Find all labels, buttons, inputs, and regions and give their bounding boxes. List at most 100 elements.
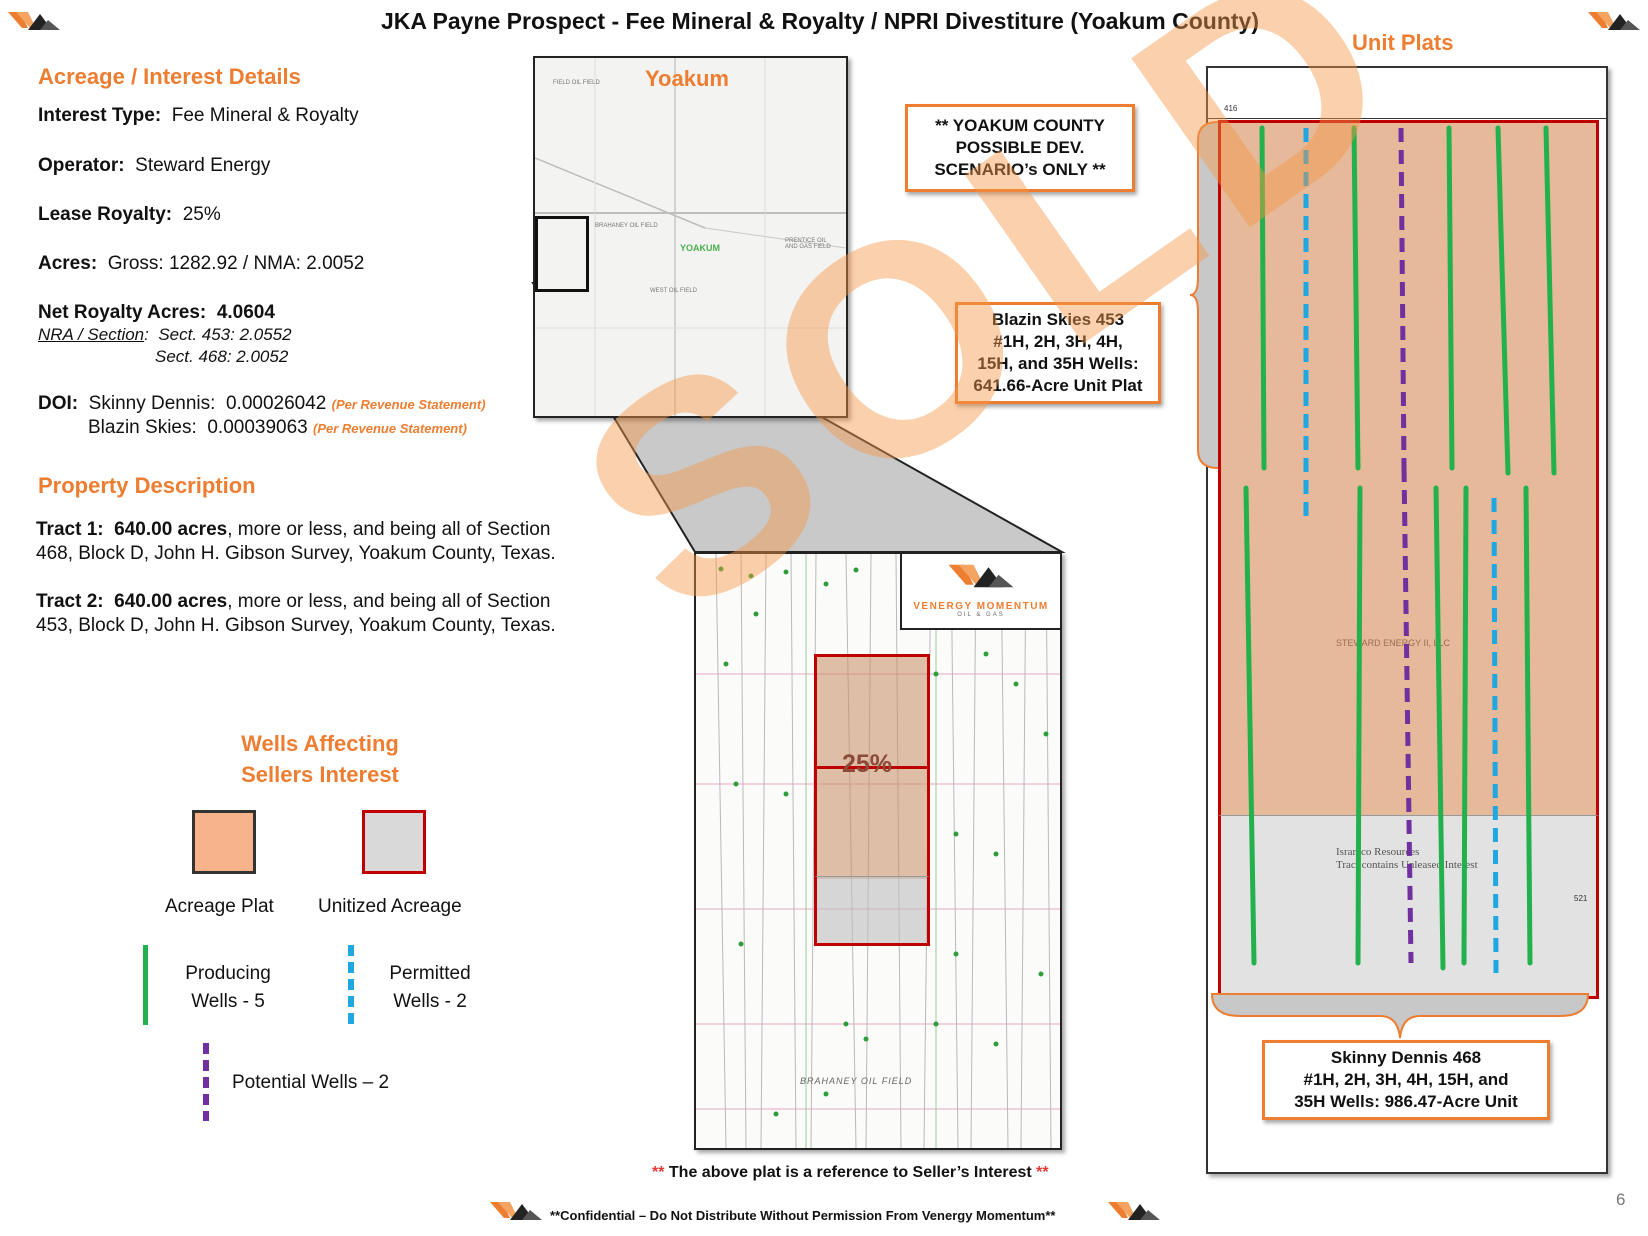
tract-2-acres: 640.00 acres (114, 591, 228, 612)
skinny-line-1: Skinny Dennis 468 (1330, 1048, 1482, 1067)
doi-blazin-value: 0.00039063 (207, 417, 308, 438)
plat-section-number: 416 (1224, 104, 1238, 113)
nra-label: Net Royalty Acres: (38, 302, 207, 323)
county-map-highlight-box (535, 216, 589, 292)
interest-type-label: Interest Type: (38, 105, 162, 126)
producing-well-line-icon (143, 945, 148, 1025)
acres-label: Acres: (38, 253, 98, 274)
venergy-logo-icon (948, 564, 1014, 588)
nra-section-468: Sect. 468: 2.0052 (155, 347, 289, 366)
county-map-field: BRAHANEY OIL FIELD (595, 223, 658, 229)
blazin-line-3: 15H, and 35H Wells: (977, 354, 1139, 373)
reference-note-text: The above plat is a reference to Seller’… (664, 1164, 1037, 1181)
doi-blazin-name: Blazin Skies: (88, 417, 197, 438)
county-map: Yoakum YOAKUM FIELD OIL FIELD BRAHANEY O… (533, 56, 848, 418)
logo-subtext: OIL & GAS (957, 612, 1005, 618)
acres-row: Acres: Gross: 1282.92 / NMA: 2.0052 (38, 253, 364, 275)
detail-map-section-453 (814, 766, 930, 879)
yoakum-dev-scenario-callout: ** YOAKUM COUNTY POSSIBLE DEV. SCENARIO’… (905, 104, 1135, 192)
unitized-acreage-label: Unitized Acreage (318, 896, 462, 917)
tract-1-line-2: 468, Block D, John H. Gibson Survey, Yoa… (36, 543, 556, 564)
detail-map-percent: 25% (842, 750, 893, 778)
skinny-line-3: 35H Wells: 986.47-Acre Unit (1294, 1092, 1518, 1111)
page-title: JKA Payne Prospect - Fee Mineral & Royal… (380, 8, 1260, 34)
tract-1-label: Tract 1: (36, 519, 104, 540)
detail-map-field-label: BRAHANEY OIL FIELD (800, 1076, 913, 1086)
doi-note: (Per Revenue Statement) (331, 397, 486, 412)
tract-1-acres: 640.00 acres (114, 519, 228, 540)
nra-row: Net Royalty Acres: 4.0604 (38, 302, 275, 324)
legend-heading: Wells Affecting Sellers Interest (200, 728, 440, 790)
lease-royalty-value: 25% (182, 204, 221, 225)
acreage-plat-label: Acreage Plat (165, 896, 274, 917)
page-number: 6 (1616, 1190, 1626, 1209)
acres-value: Gross: 1282.92 / NMA: 2.0052 (107, 253, 365, 274)
permitted-wells-line-2: Wells - 2 (393, 991, 467, 1012)
unitized-acreage-swatch (362, 810, 426, 874)
detail-map-unleased-tract (814, 876, 930, 946)
legend-heading-line-2: Sellers Interest (241, 762, 399, 787)
permitted-wells-label: Permitted Wells - 2 (372, 960, 488, 1016)
blazin-skies-callout: Blazin Skies 453 #1H, 2H, 3H, 4H, 15H, a… (955, 302, 1161, 404)
blazin-brace-icon (1190, 121, 1219, 469)
section-453-tract (1218, 120, 1599, 476)
tract-1-text: , more or less, and being all of Section (227, 519, 551, 540)
reference-note-stars: ** (652, 1164, 665, 1181)
unit-plat: STEWARD ENERGY II, LLC Isramco Resources… (1206, 66, 1608, 1174)
tract-2-line-1: Tract 2: 640.00 acres, more or less, and… (36, 591, 550, 613)
confidential-footer: **Confidential – Do Not Distribute Witho… (550, 1208, 1056, 1223)
tract-2-label: Tract 2: (36, 591, 104, 612)
unit-plat-header (1208, 68, 1606, 119)
nra-section-label: NRA / Section (38, 325, 145, 344)
plat-section-number: 521 (1574, 894, 1588, 903)
blazin-line-4: 641.66-Acre Unit Plat (973, 376, 1143, 395)
doi-row-2: Blazin Skies: 0.00039063 (Per Revenue St… (88, 417, 467, 439)
venergy-momentum-logo: VENERGY MOMENTUM OIL & GAS (900, 554, 1060, 630)
producing-wells-line-2: Wells - 5 (191, 991, 265, 1012)
venergy-logo-icon (490, 1202, 542, 1220)
potential-wells-label: Potential Wells – 2 (232, 1072, 390, 1093)
doi-skinny-name: Skinny Dennis: (88, 393, 216, 414)
detail-map-section-468 (814, 654, 930, 769)
county-map-label: Yoakum (645, 66, 729, 91)
reference-note: ** The above plat is a reference to Sell… (652, 1164, 1049, 1182)
county-map-field: PRENTICE OIL AND GAS FIELD (785, 238, 831, 250)
operator-label: Operator: (38, 155, 125, 176)
county-map-town: YOAKUM (680, 243, 720, 253)
venergy-logo-icon (1588, 12, 1640, 30)
doi-note: (Per Revenue Statement) (313, 421, 467, 436)
operator-row: Operator: Steward Energy (38, 155, 270, 177)
county-map-field: FIELD OIL FIELD (553, 80, 600, 86)
reference-note-stars: ** (1036, 1164, 1049, 1181)
interest-type-row: Interest Type: Fee Mineral & Royalty (38, 105, 359, 127)
skinny-line-2: #1H, 2H, 3H, 4H, 15H, and (1303, 1070, 1509, 1089)
producing-wells-line-1: Producing (185, 963, 271, 984)
property-heading: Property Description (38, 473, 256, 498)
operator-value: Steward Energy (135, 155, 271, 176)
acreage-plat-swatch (192, 810, 256, 874)
unit-plats-heading: Unit Plats (1352, 30, 1454, 55)
legend-heading-line-1: Wells Affecting (241, 731, 399, 756)
venergy-logo-icon (8, 12, 60, 30)
skinny-dennis-callout: Skinny Dennis 468 #1H, 2H, 3H, 4H, 15H, … (1262, 1040, 1550, 1120)
tract-1-line-1: Tract 1: 640.00 acres, more or less, and… (36, 519, 550, 541)
county-map-field: WEST OIL FIELD (650, 288, 698, 294)
nra-section-453: Sect. 453: 2.0552 (158, 325, 292, 344)
tract-2-text: , more or less, and being all of Section (227, 591, 551, 612)
blazin-line-1: Blazin Skies 453 (991, 310, 1125, 329)
doi-skinny-value: 0.00026042 (225, 393, 327, 414)
permitted-wells-line-1: Permitted (389, 963, 471, 984)
doi-label: DOI: (38, 393, 79, 414)
doi-row-1: DOI: Skinny Dennis: 0.00026042 (Per Reve… (38, 393, 486, 415)
county-map-roads (535, 58, 846, 416)
interest-type-value: Fee Mineral & Royalty (171, 105, 359, 126)
unit-plat-wells (1243, 125, 1557, 974)
tract-2-line-2: 453, Block D, John H. Gibson Survey, Yoa… (36, 615, 556, 636)
potential-well-line-icon (203, 1043, 209, 1121)
detail-plat-map: 25% BRAHANEY OIL FIELD VENERGY MOMENTUM … (694, 552, 1062, 1150)
producing-wells-label: Producing Wells - 5 (170, 960, 286, 1016)
skinny-brace-icon (1210, 993, 1590, 1039)
plat-operator-label: STEWARD ENERGY II, LLC (1336, 638, 1451, 648)
nra-value: 4.0604 (216, 302, 275, 323)
permitted-well-line-icon (348, 945, 354, 1025)
